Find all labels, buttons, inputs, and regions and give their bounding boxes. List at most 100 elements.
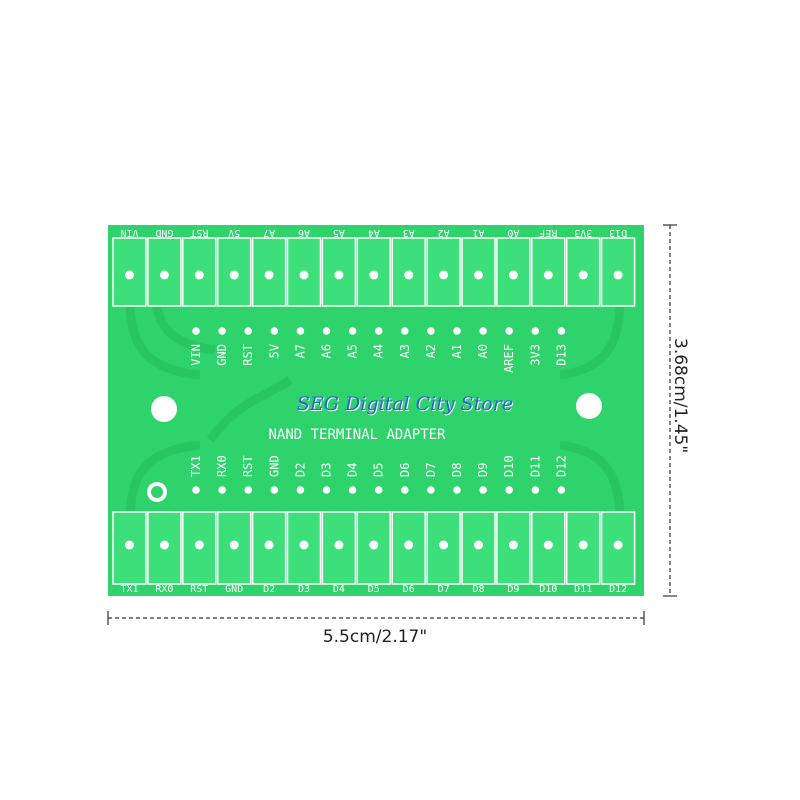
top-header-label: A6 <box>320 344 334 358</box>
top-terminal-pad <box>264 270 274 280</box>
bottom-header-pin <box>244 486 252 494</box>
bottom-terminal-block <box>321 511 357 585</box>
bottom-terminal-label: D4 <box>333 584 345 595</box>
bottom-header-pin <box>374 486 383 494</box>
bottom-header-pin <box>218 486 226 494</box>
height-dimension-label: 3.68cm/1.45" <box>670 338 690 454</box>
bottom-terminal-label: D3 <box>298 584 310 595</box>
top-terminal-label: RST <box>190 227 208 238</box>
top-header-pin <box>374 327 383 335</box>
top-header-pin <box>505 327 513 335</box>
top-terminal-pad <box>613 270 623 280</box>
top-terminal-label: D13 <box>609 227 627 238</box>
mounting-hole-right <box>576 393 602 419</box>
top-header-pin <box>348 327 357 335</box>
top-terminal-pad <box>578 270 588 280</box>
bottom-terminal-label: RX0 <box>155 584 173 595</box>
top-header-label: A3 <box>398 344 412 358</box>
top-header-label: VIN <box>189 344 203 366</box>
top-header-pin <box>453 327 461 335</box>
bottom-terminal-pad <box>404 540 414 550</box>
top-terminal-label: A5 <box>333 227 345 238</box>
bottom-terminal-label: RST <box>190 584 208 595</box>
bottom-header-label: RX0 <box>215 455 229 477</box>
bottom-terminal-pad <box>194 540 204 550</box>
bottom-terminal-label: TX1 <box>120 584 138 595</box>
bottom-header-label: GND <box>267 455 281 477</box>
top-terminal-label: A4 <box>368 227 380 238</box>
bottom-terminal-pad <box>369 540 379 550</box>
top-terminal-label: A7 <box>263 227 275 238</box>
top-header-pin <box>244 327 252 335</box>
top-terminal-label: A3 <box>403 227 415 238</box>
top-header-label: GND <box>215 344 229 366</box>
bottom-header-pin <box>192 486 200 494</box>
bottom-header-pin <box>270 486 279 494</box>
bottom-header-label: D12 <box>554 455 568 477</box>
bottom-header-label: TX1 <box>189 455 203 477</box>
bottom-header-label: D9 <box>476 463 490 477</box>
top-terminal-pad <box>125 270 134 280</box>
bottom-header-label: D10 <box>502 455 516 477</box>
top-terminal-pad <box>508 270 518 280</box>
bottom-header-label: D7 <box>424 463 438 477</box>
top-terminal-label: VIN <box>120 227 138 238</box>
top-terminal-label: 3V3 <box>574 227 592 238</box>
bottom-terminal-label: D12 <box>609 584 627 595</box>
top-terminal-pad <box>404 270 414 280</box>
top-terminal-label: REF <box>539 227 557 238</box>
bottom-header-pin <box>479 486 487 494</box>
bottom-terminal-label: GND <box>225 584 243 595</box>
top-terminal-pad <box>159 270 169 280</box>
bottom-header-label: D4 <box>346 463 360 477</box>
bottom-terminal-pad <box>159 540 169 550</box>
top-terminal-pad <box>369 270 379 280</box>
top-header-pin <box>427 327 435 335</box>
board-title: NAND TERMINAL ADAPTER <box>268 427 446 443</box>
bottom-header-pin <box>531 486 540 494</box>
bottom-terminal-pad <box>578 540 588 550</box>
top-header-pin <box>192 327 200 335</box>
bottom-header-pin <box>453 486 461 494</box>
bottom-terminal-pad <box>125 540 134 550</box>
top-terminal-block <box>321 237 357 307</box>
bottom-header-pin <box>401 486 409 494</box>
bottom-header-pin <box>296 486 305 494</box>
bottom-header-pin <box>557 486 566 494</box>
bottom-terminal-label: D9 <box>507 584 519 595</box>
bottom-terminal-label: D7 <box>438 584 450 595</box>
bottom-terminal-pad <box>508 540 518 550</box>
bottom-terminal-block <box>216 511 252 585</box>
bottom-terminal-label: D5 <box>368 584 380 595</box>
bottom-header-pin <box>505 486 513 494</box>
dimension-lines <box>107 224 677 625</box>
top-terminal-block <box>286 237 322 307</box>
top-terminal-label: GND <box>155 227 173 238</box>
top-terminal-label: A1 <box>472 227 484 238</box>
bottom-header-pin <box>427 486 435 494</box>
top-terminal-pad <box>543 270 553 280</box>
bottom-terminal-pad <box>264 540 274 550</box>
bottom-terminal-pad <box>543 540 553 550</box>
top-header-pin <box>296 327 305 335</box>
top-header-pin <box>557 327 566 335</box>
top-header-label: A4 <box>372 344 386 358</box>
top-header-label: 5V <box>267 344 281 358</box>
bottom-terminal-pad <box>299 540 309 550</box>
top-terminal-pad <box>474 270 483 280</box>
bottom-header-label: D3 <box>320 463 334 477</box>
width-dimension-label: 5.5cm/2.17" <box>322 627 428 647</box>
bottom-terminal-pad <box>474 540 483 550</box>
top-header-label: A1 <box>450 344 464 358</box>
bottom-header-label: RST <box>241 455 255 477</box>
top-terminal-label: 5V <box>228 227 240 238</box>
top-terminal-label: A0 <box>507 227 519 238</box>
bottom-terminal-label: D2 <box>263 584 275 595</box>
top-terminal-label: A2 <box>438 227 450 238</box>
top-terminal-pad <box>229 270 239 280</box>
bottom-terminal-label: D10 <box>539 584 557 595</box>
bottom-terminal-pad <box>229 540 239 550</box>
top-header-label: 3V3 <box>528 344 542 366</box>
top-header-pin <box>531 327 540 335</box>
